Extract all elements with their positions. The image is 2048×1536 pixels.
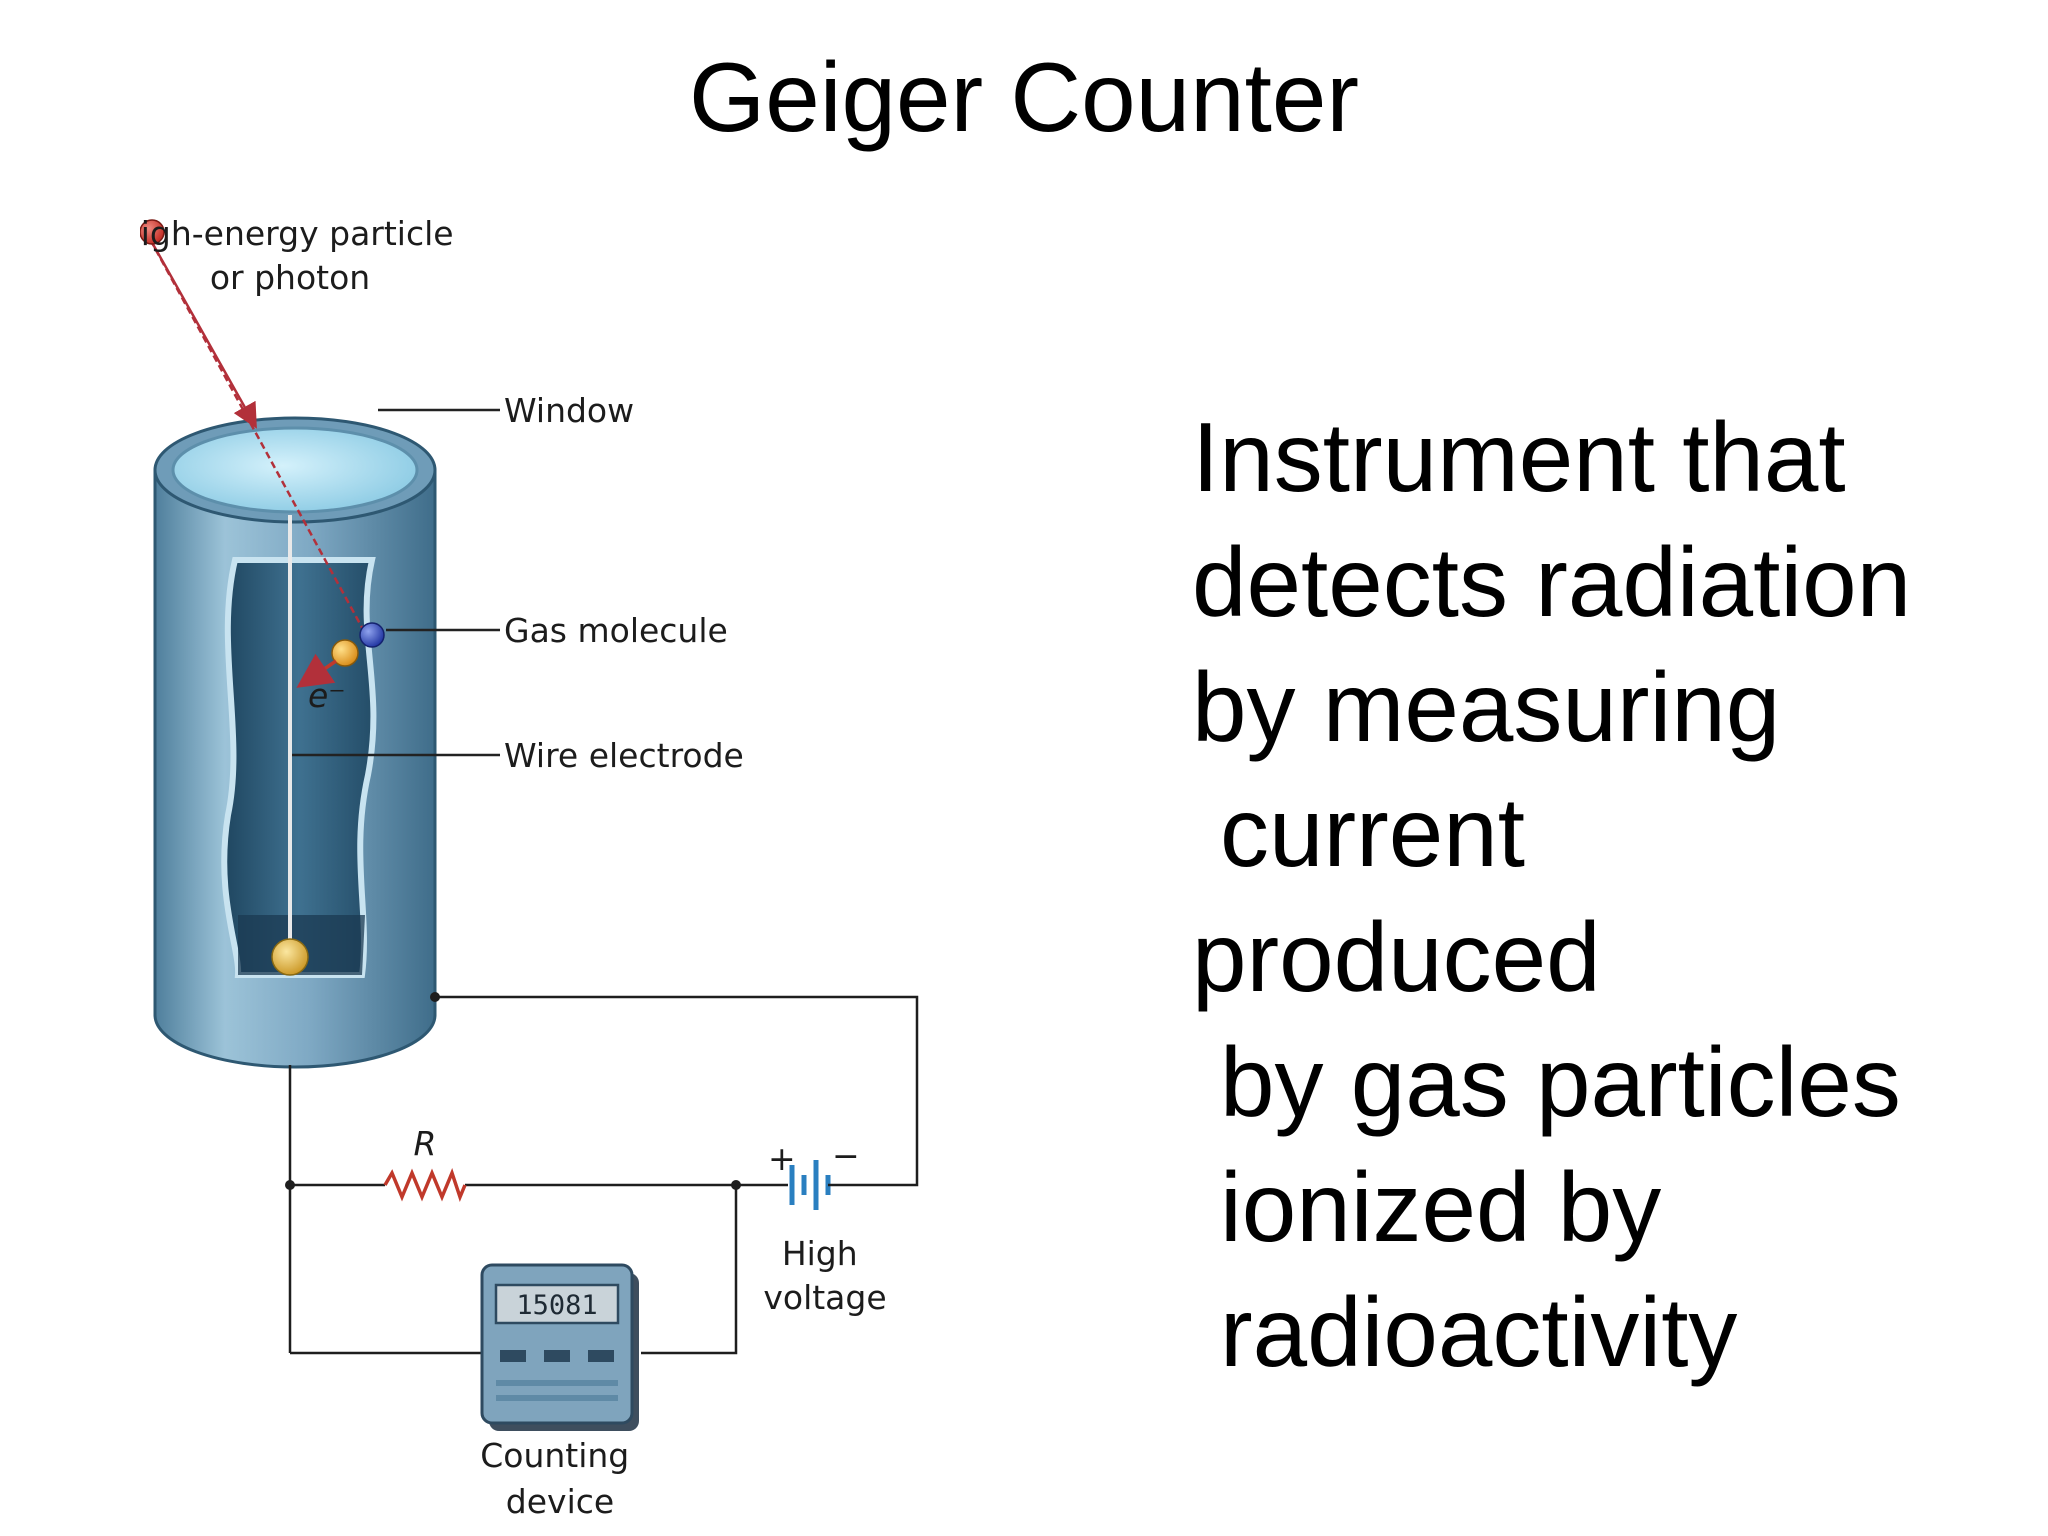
electron-arrow [296,653,337,688]
electron-label: e⁻ [308,676,346,715]
description-text: Instrument that detects radiation by mea… [1192,395,1911,1395]
description-line: radioactivity [1220,1277,1738,1387]
particle [140,219,165,245]
voltage-label-line: High [782,1234,858,1273]
counter-display: 15081 [516,1290,597,1321]
window [171,426,419,514]
description-line: current [1220,777,1526,887]
gas-molecule-label: Gas molecule [504,611,728,650]
counter-label-line: device [506,1482,614,1521]
wire-electrode-label: Wire electrode [504,736,744,775]
battery-minus: − [832,1136,860,1175]
description-line: produced [1192,902,1601,1012]
description-line: Instrument that [1192,402,1846,512]
description-line: ionized by [1220,1152,1662,1262]
voltage-label: High voltage [763,1234,886,1317]
gas-molecule [359,622,385,648]
resistor [383,1168,467,1202]
counting-device: 15081 [480,1263,639,1431]
battery-plus: + [768,1139,796,1178]
window-label: Window [504,391,634,430]
counter-label: Counting device [480,1436,640,1521]
description-line: detects radiation [1192,527,1912,637]
voltage-label-line: voltage [763,1278,886,1317]
counter-label-line: Counting [480,1436,629,1475]
circuit-wires [288,995,919,1355]
description-line: by gas particles [1220,1027,1901,1137]
resistor-label: R [414,1124,437,1163]
description-line: by measuring [1192,652,1781,762]
particle-label-line: or photon [210,258,370,297]
particle-label: High-energy particle or photon [140,215,464,297]
electrode-bulb [271,938,309,976]
ion [331,639,359,667]
slide-title: Geiger Counter [688,42,1360,152]
particle-label-line: High-energy particle [140,215,454,253]
battery [789,1160,840,1210]
geiger-counter-diagram: e⁻ High-energy particle or photon Window… [140,215,919,1521]
